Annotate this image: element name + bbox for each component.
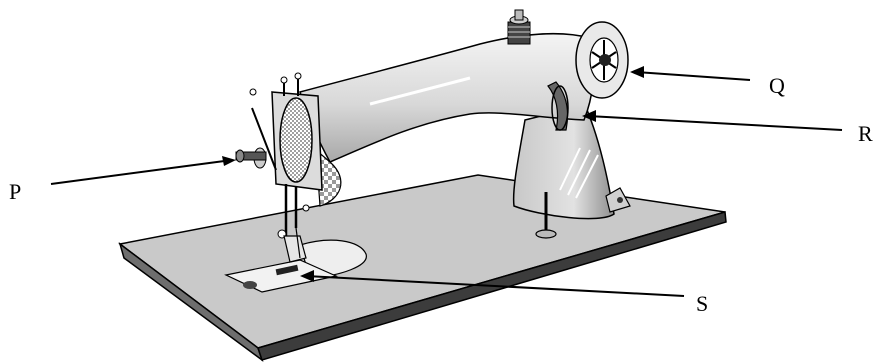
label-s: S [696, 293, 708, 315]
label-r: R [858, 123, 873, 145]
machine-pillar [514, 105, 630, 219]
pointer-r [588, 116, 842, 130]
balance-wheel [576, 22, 628, 98]
label-q: Q [769, 75, 785, 97]
pointer-p [51, 160, 232, 184]
arrowhead-p [222, 156, 236, 166]
pointer-q [636, 72, 750, 80]
base-board [120, 175, 726, 360]
thread-tension [236, 89, 276, 170]
top-spool [508, 10, 530, 44]
arrowhead-q [630, 66, 644, 78]
label-p: P [9, 181, 21, 203]
